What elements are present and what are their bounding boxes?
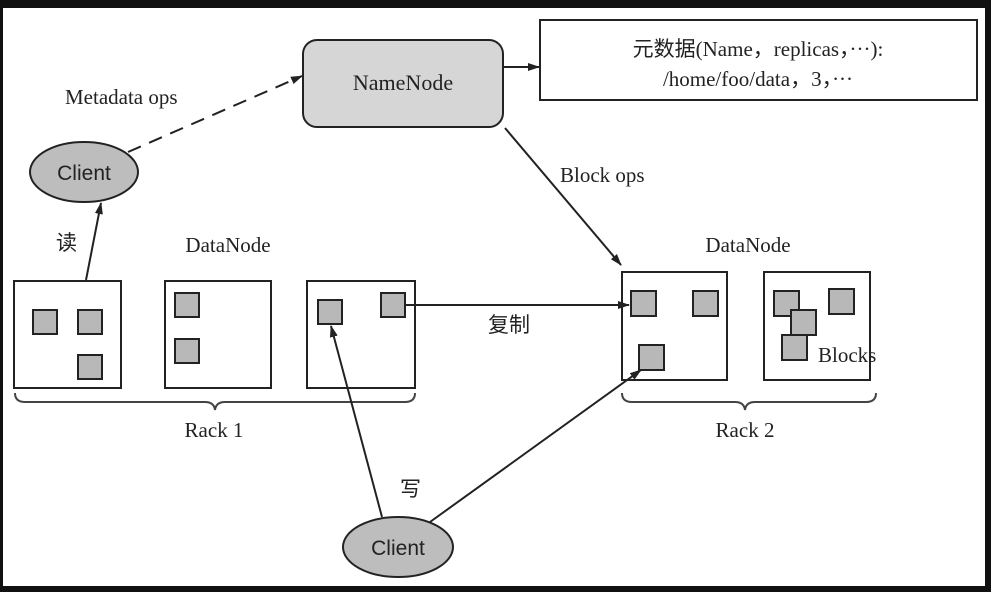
rack2-brace bbox=[621, 392, 877, 411]
client-bottom-label: Client bbox=[371, 537, 425, 560]
block bbox=[174, 338, 200, 364]
datanode-rack2-1 bbox=[621, 271, 728, 381]
block bbox=[638, 344, 665, 371]
block bbox=[790, 309, 817, 336]
client-top bbox=[29, 141, 139, 203]
write-arrow-rack2 bbox=[429, 369, 642, 523]
metadata-ops-label: Metadata ops bbox=[65, 85, 178, 109]
rack2-label: Rack 2 bbox=[716, 418, 775, 442]
datanode-rack1-1 bbox=[13, 280, 122, 389]
replicate-label: 复制 bbox=[488, 313, 530, 337]
block bbox=[630, 290, 657, 317]
namenode-label: NameNode bbox=[353, 70, 453, 95]
block-ops-label: Block ops bbox=[560, 163, 645, 187]
datanode-rack1-2 bbox=[164, 280, 272, 389]
read-label: 读 bbox=[56, 231, 77, 255]
block bbox=[77, 354, 103, 380]
block bbox=[692, 290, 719, 317]
block-ops-arrow bbox=[504, 127, 622, 266]
datanode-left-label: DataNode bbox=[185, 233, 270, 257]
block bbox=[317, 299, 343, 325]
rack1-brace bbox=[14, 392, 416, 411]
metadata-box bbox=[539, 19, 978, 101]
rack1-label: Rack 1 bbox=[185, 418, 244, 442]
block bbox=[781, 334, 808, 361]
read-arrow bbox=[85, 202, 103, 281]
block bbox=[174, 292, 200, 318]
block bbox=[828, 288, 855, 315]
datanode-right-label: DataNode bbox=[705, 233, 790, 257]
namenode-box bbox=[302, 39, 504, 128]
metadata-line1: 元数据(Name，replicas，···): bbox=[633, 37, 884, 61]
metadata-ops-arrow bbox=[127, 75, 303, 153]
metadata-line2: /home/foo/data，3，··· bbox=[663, 67, 853, 91]
client-top-label: Client bbox=[57, 162, 111, 185]
write-arrow-rack1 bbox=[329, 325, 383, 518]
write-label: 写 bbox=[400, 477, 421, 501]
block bbox=[380, 292, 406, 318]
block bbox=[32, 309, 58, 335]
block bbox=[77, 309, 103, 335]
client-bottom bbox=[342, 516, 454, 578]
blocks-label: Blocks bbox=[818, 343, 876, 367]
